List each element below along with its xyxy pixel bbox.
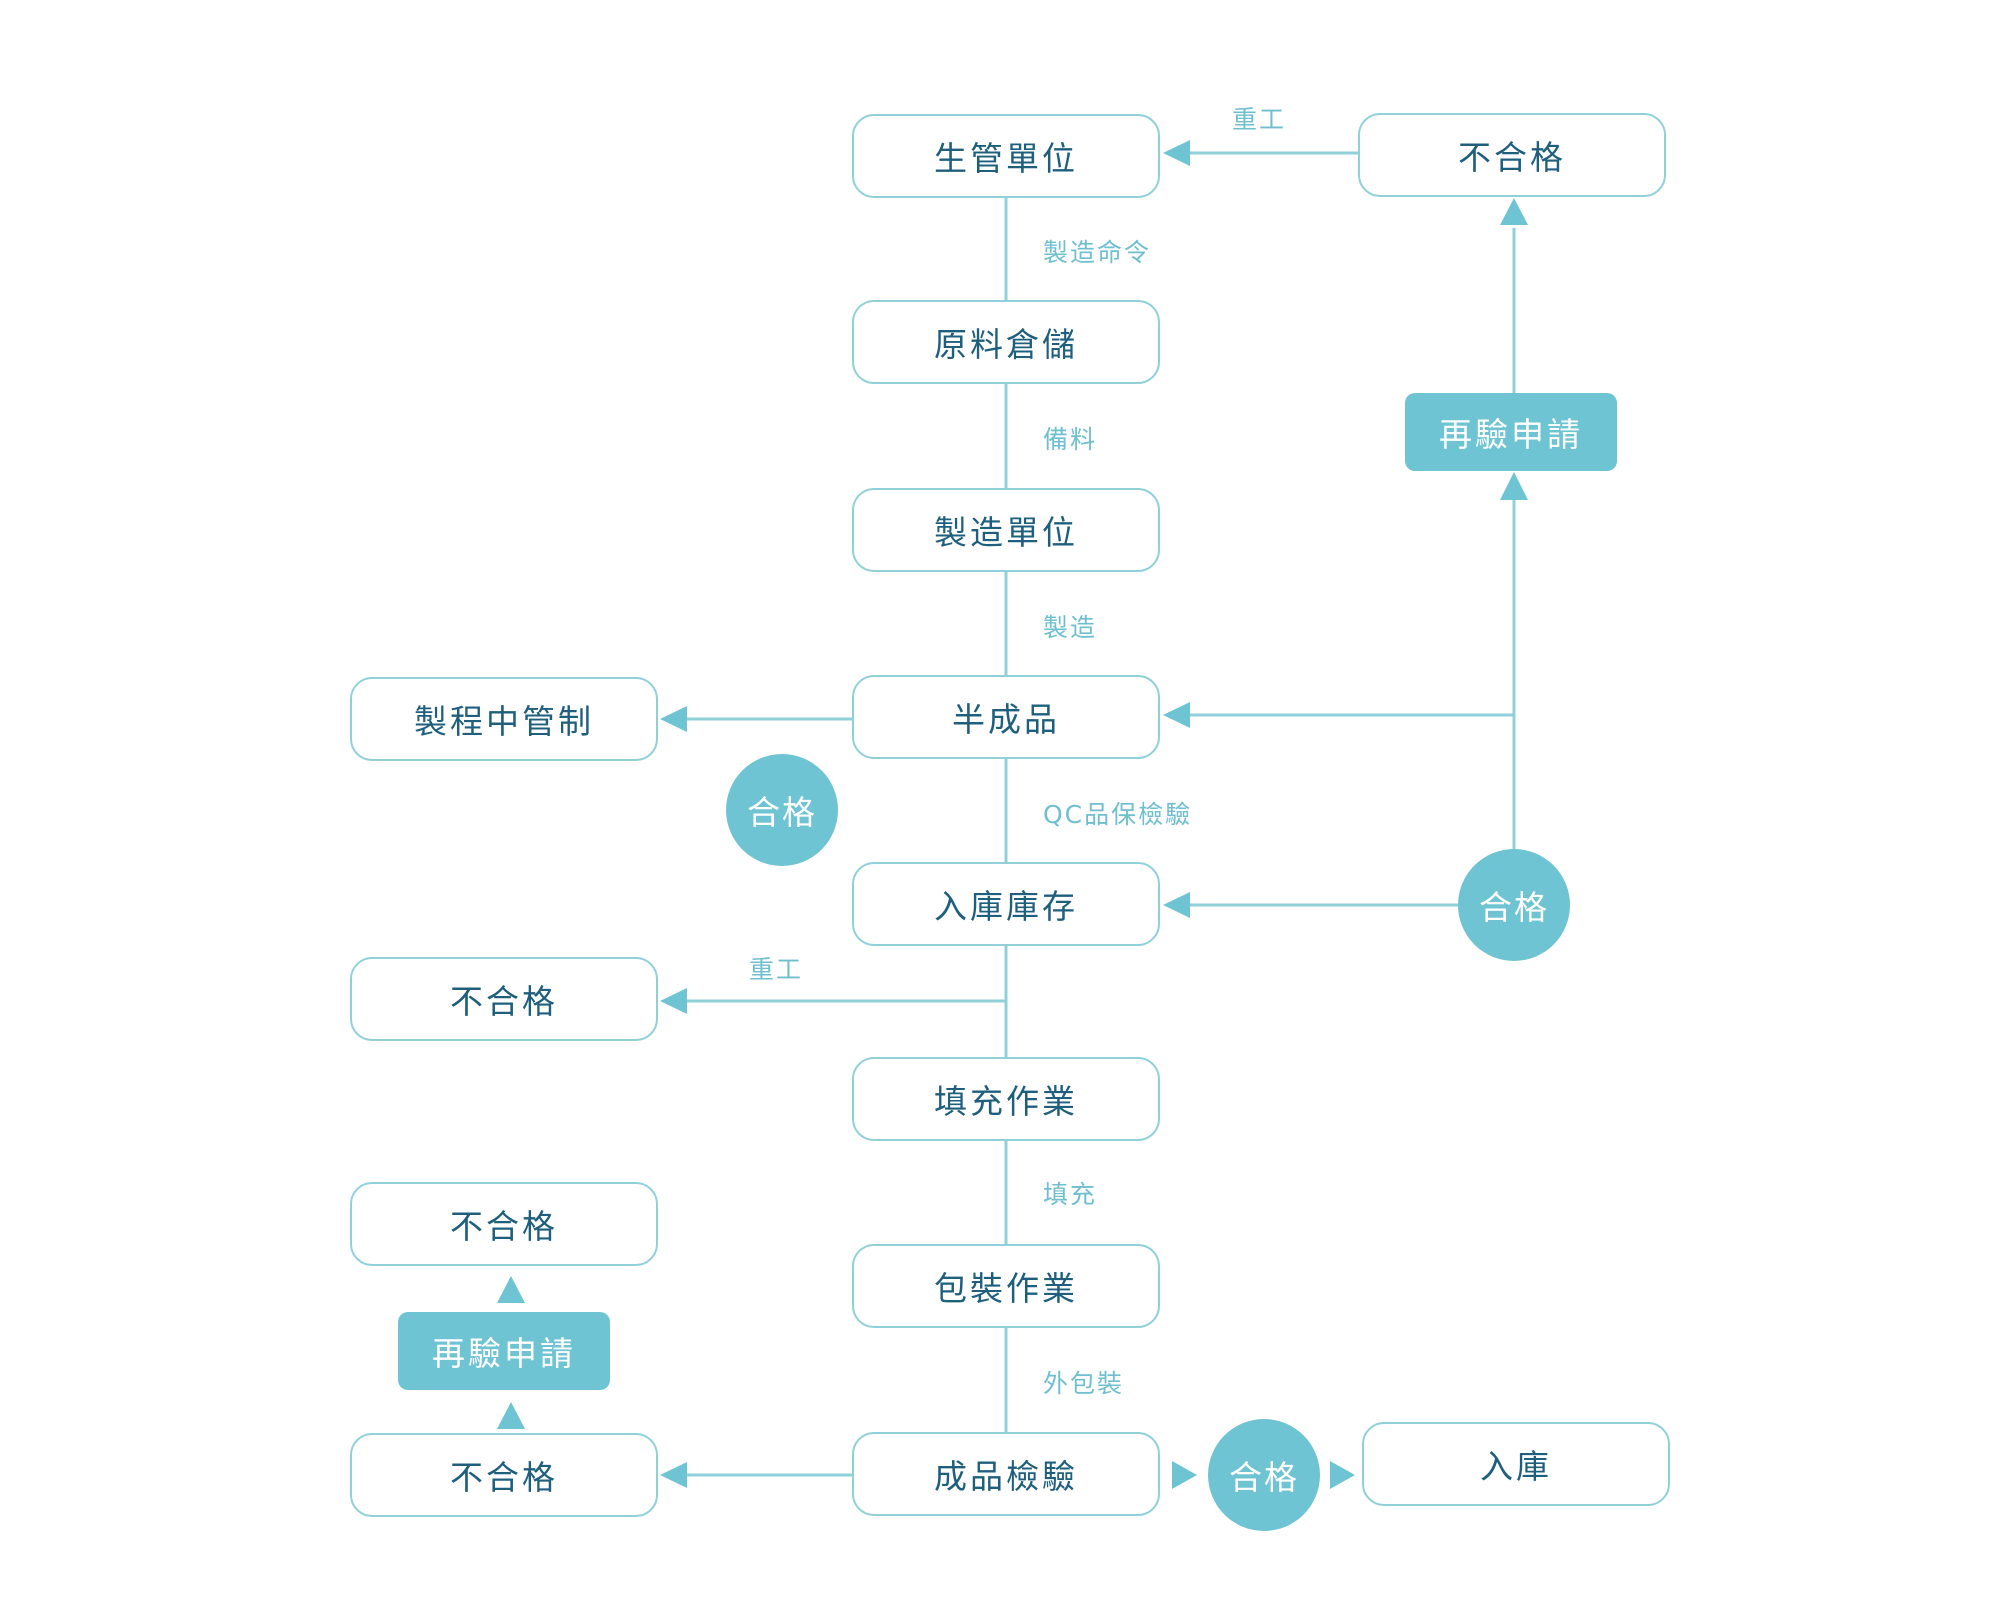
node-in-process-control: 製程中管制: [350, 677, 658, 761]
circle-pass-right: 合格: [1458, 849, 1570, 961]
label-qc-inspection: QC品保檢驗: [1043, 800, 1193, 829]
arrow-up-icon: [1500, 198, 1528, 225]
node-manufacturing-unit: 製造單位: [852, 488, 1160, 572]
arrow-right-icon: [1172, 1461, 1197, 1489]
arrow-up-icon: [497, 1402, 525, 1429]
label-rework-mid: 重工: [749, 955, 804, 984]
circle-pass-bottom: 合格: [1208, 1419, 1320, 1531]
arrow-up-icon: [497, 1276, 525, 1303]
arrow-left-icon: [660, 988, 687, 1014]
node-raw-material: 原料倉儲: [852, 300, 1160, 384]
node-fail-lower-left-bottom: 不合格: [350, 1433, 658, 1517]
arrow-left-icon: [660, 706, 687, 732]
arrow-right-icon: [1330, 1461, 1355, 1489]
node-fail-mid-left: 不合格: [350, 957, 658, 1041]
node-fail-lower-left-top: 不合格: [350, 1182, 658, 1266]
node-packaging-operation: 包裝作業: [852, 1244, 1160, 1328]
arrow-left-icon: [660, 1462, 687, 1488]
label-rework-top: 重工: [1232, 105, 1287, 134]
label-manufacture: 製造: [1043, 613, 1098, 642]
label-material-prep: 備料: [1043, 425, 1098, 454]
node-production-mgmt: 生管單位: [852, 114, 1160, 198]
node-warehousing: 入庫: [1362, 1422, 1670, 1506]
node-finished-inspection: 成品檢驗: [852, 1432, 1160, 1516]
circle-pass-left: 合格: [726, 754, 838, 866]
arrow-left-icon: [1163, 702, 1190, 728]
node-filling-operation: 填充作業: [852, 1057, 1160, 1141]
node-warehousing-stock: 入庫庫存: [852, 862, 1160, 946]
label-outer-packaging: 外包裝: [1043, 1369, 1125, 1398]
pill-reinspect-right: 再驗申請: [1405, 393, 1617, 471]
label-filling: 填充: [1043, 1180, 1098, 1209]
arrow-left-icon: [1163, 892, 1190, 918]
arrow-left-icon: [1163, 140, 1190, 166]
pill-reinspect-left: 再驗申請: [398, 1312, 610, 1390]
label-manufacturing-order: 製造命令: [1043, 238, 1152, 267]
node-fail-top-right: 不合格: [1358, 113, 1666, 197]
arrow-up-icon: [1500, 472, 1528, 500]
node-semi-finished: 半成品: [852, 675, 1160, 759]
